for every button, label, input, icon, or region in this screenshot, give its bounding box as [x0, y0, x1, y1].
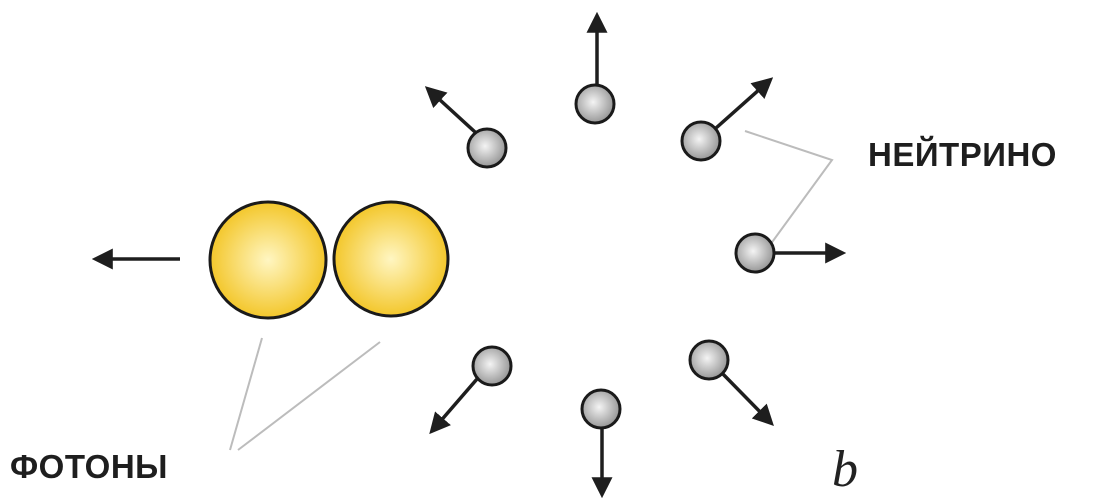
neutrino-arrows: [424, 11, 847, 499]
panel-letter-label: b: [832, 441, 858, 498]
neutrino-particle-lower-right: [688, 339, 730, 381]
arrow-up-right: [714, 77, 774, 130]
photon-particle-left: [208, 200, 328, 320]
neutrino-particle-bottom: [580, 388, 622, 430]
neutrino-particle-top: [574, 83, 616, 125]
arrow-up-left: [424, 86, 477, 134]
neutrino-particle-upper-right: [680, 120, 722, 162]
neutrino-particle-upper-left: [466, 127, 508, 169]
arrow-down-left: [429, 377, 479, 435]
neutrino-leader-line: [744, 130, 834, 246]
neutrino-particle-right: [734, 232, 776, 274]
photon-leader-line-right: [237, 341, 381, 451]
photon-particle-right: [332, 200, 450, 318]
arrow-down-right: [717, 368, 774, 426]
photon-leader-line-left: [229, 337, 263, 451]
photons: [208, 200, 450, 320]
neutrino-particle-lower-left: [471, 345, 513, 387]
neutrinos: [466, 83, 776, 430]
leader-lines: [229, 130, 834, 451]
neutrino-label: НЕЙТРИНО: [868, 136, 1057, 173]
photons-label: ФОТОНЫ: [10, 448, 168, 485]
